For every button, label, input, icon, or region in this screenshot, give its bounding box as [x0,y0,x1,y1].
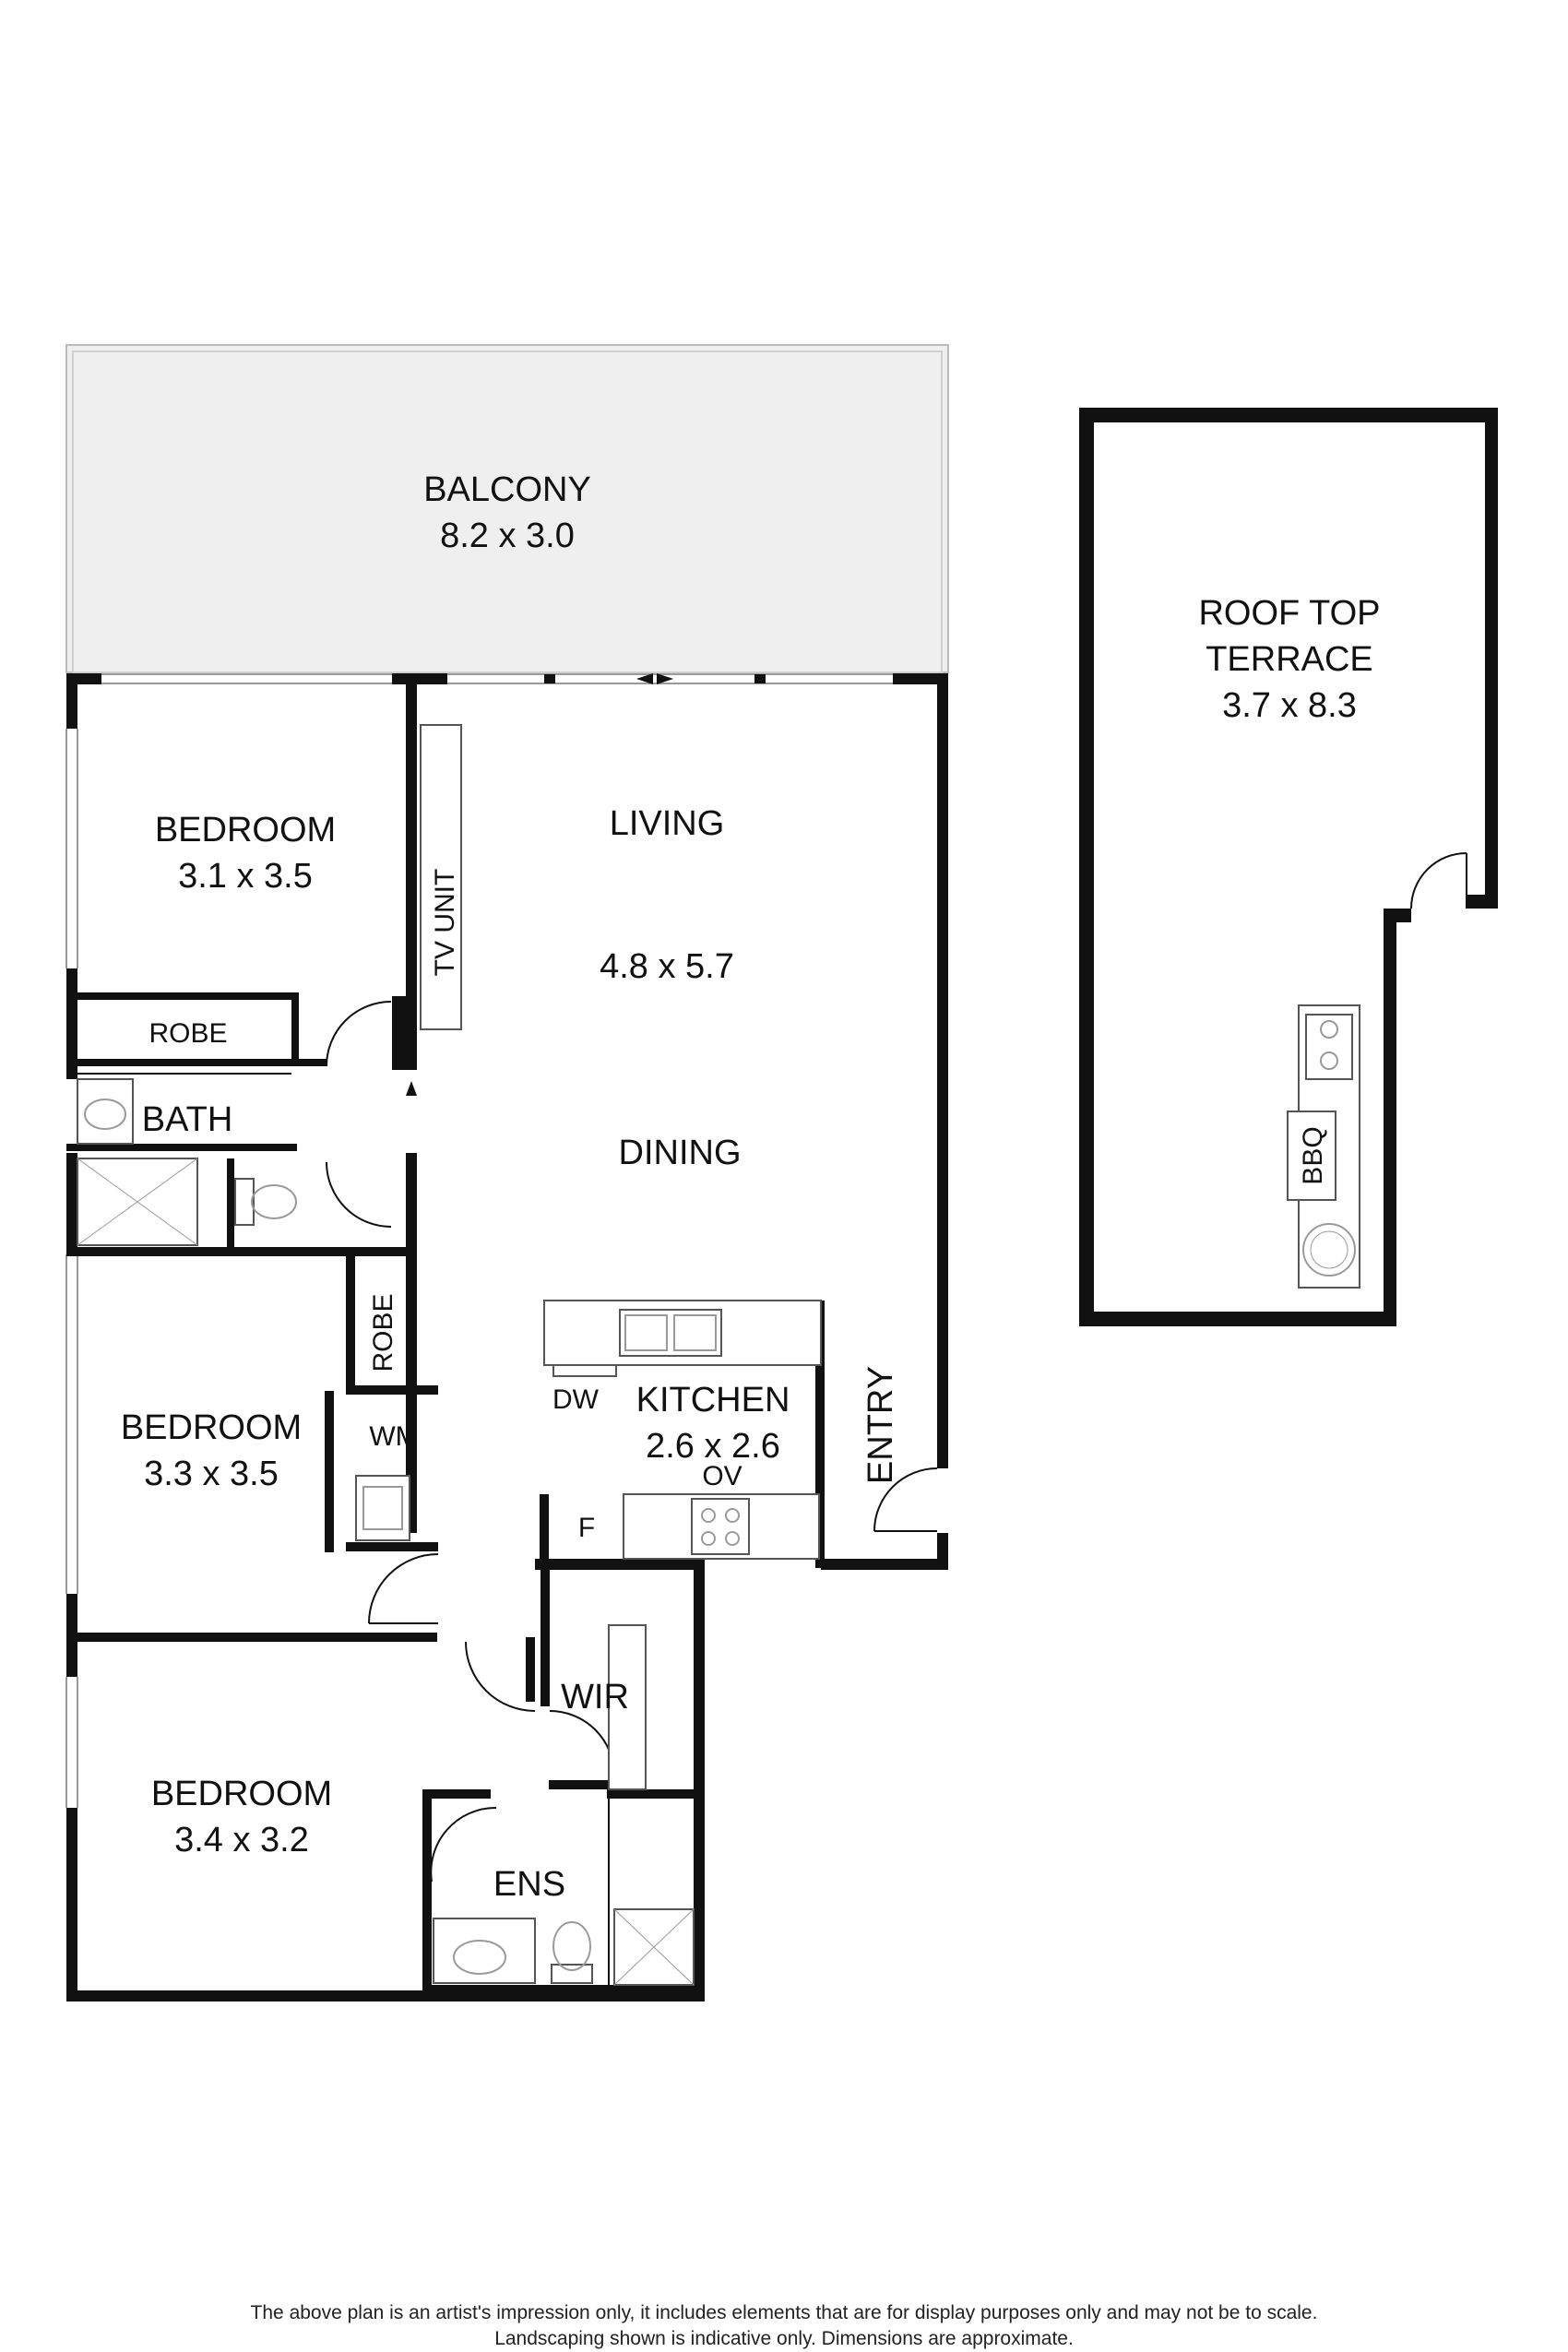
robe-top-label: ROBE [148,1018,227,1049]
fridge-label: F [578,1513,595,1543]
bedroom2-name: BEDROOM [121,1408,302,1447]
roof-terrace-size: 3.7 x 8.3 [1222,686,1357,725]
bedroom3-size: 3.4 x 3.2 [174,1821,309,1859]
ov-label: OV [702,1461,742,1491]
apartment-walls [65,673,948,2002]
wir-label: WIR [561,1678,629,1716]
living-size: 4.8 x 5.7 [600,947,734,986]
ens-label: ENS [493,1865,565,1904]
disclaimer: The above plan is an artist's impression… [0,2300,1568,2352]
dw-label: DW [552,1384,600,1415]
tv-unit [420,724,462,1030]
bedroom1-name: BEDROOM [155,811,336,849]
bath-label: BATH [142,1100,233,1139]
roof-terrace-area [1079,408,1498,1326]
bedroom1-size: 3.1 x 3.5 [178,857,313,896]
kitchen-name: KITCHEN [636,1381,790,1420]
dining-name: DINING [619,1134,742,1172]
fixture-labels: TV UNIT ROBE BATH ROBE WM DW OV F ENTRY … [142,869,1328,1904]
kitchen-size: 2.6 x 2.6 [646,1427,780,1466]
entry-label: ENTRY [861,1366,900,1484]
tv-unit-label: TV UNIT [430,869,460,977]
robe-side-label: ROBE [368,1293,398,1372]
balcony-size: 8.2 x 3.0 [440,517,575,555]
balcony-area [65,344,949,673]
disclaimer-line-2: Landscaping shown is indicative only. Di… [494,2328,1074,2349]
bedroom3-name: BEDROOM [151,1775,332,1813]
room-labels: BALCONY 8.2 x 3.0 ROOF TOP TERRACE 3.7 x… [121,470,1381,1859]
living-name: LIVING [610,804,725,843]
roof-terrace-name-1: ROOF TOP [1198,594,1380,633]
balcony-name: BALCONY [423,470,591,509]
wm-label: WM [369,1421,418,1452]
disclaimer-line-1: The above plan is an artist's impression… [250,2302,1318,2323]
roof-terrace-name-2: TERRACE [1206,640,1373,679]
fixtures [77,724,822,1986]
bedroom2-size: 3.3 x 3.5 [144,1455,279,1493]
bbq-label: BBQ [1298,1126,1328,1184]
bbq-bench [1287,1004,1360,1289]
